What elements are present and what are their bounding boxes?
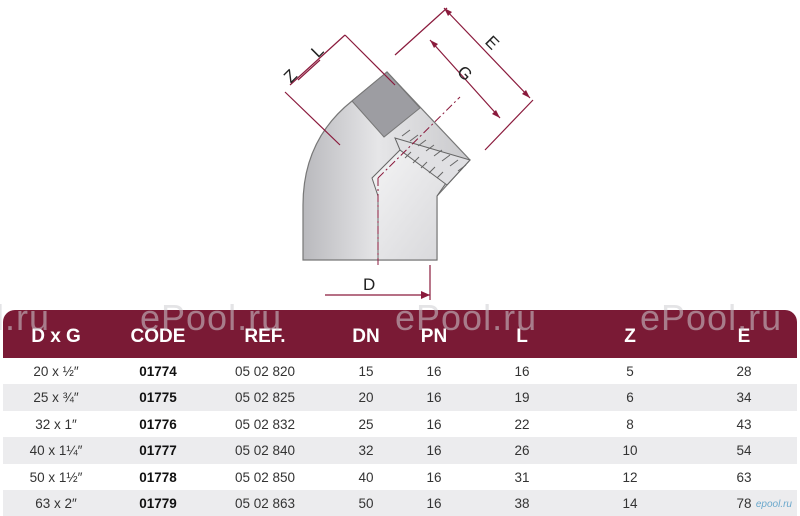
table-body: 20 x ½″ 01774 05 02 820 15 16 16 5 28 25 x ¾″ 017…	[3, 358, 797, 516]
table-row: 50 x 1½″ 01778 05 02 850 40 16 31 12 63	[3, 464, 797, 490]
cell-code: 01774	[139, 364, 177, 379]
table-row: 63 x 2″ 01779 05 02 863 50 16 38 14 78	[3, 489, 797, 516]
cell-dxg: 25 x ¾″	[33, 390, 79, 406]
cell-e: 63	[736, 469, 752, 485]
cell-z: 5	[626, 364, 634, 379]
table-row: 40 x 1¼″ 01777 05 02 840 32 16 26 10 54	[3, 437, 797, 464]
cell-ref: 05 02 825	[234, 390, 296, 406]
cell-dn: 15	[358, 364, 374, 379]
cell-dxg: 20 x ½″	[33, 364, 79, 379]
col-header-e: E	[737, 326, 751, 347]
col-header-pn: PN	[420, 326, 448, 347]
cell-l: 38	[514, 495, 530, 511]
cell-dn: 25	[358, 416, 374, 432]
cell-pn: 16	[426, 390, 442, 406]
socket-ring	[351, 71, 421, 138]
cell-dxg: 40 x 1¼″	[29, 443, 83, 459]
cell-l: 31	[514, 469, 530, 485]
dim-label-d: D	[363, 275, 375, 294]
cell-e: 78	[736, 495, 752, 511]
cell-dn: 50	[358, 495, 374, 511]
watermark: ePool.ru	[140, 297, 283, 338]
table-row: 32 x 1″ 01776 05 02 832 25 16 22 8 43	[3, 411, 797, 437]
cell-dxg: 63 x 2″	[35, 495, 77, 511]
cell-dn: 32	[358, 443, 374, 459]
cell-e: 34	[736, 390, 752, 406]
cell-ref: 05 02 832	[234, 416, 296, 432]
cell-dn: 20	[358, 390, 374, 406]
cell-e: 54	[736, 443, 752, 459]
cell-ref: 05 02 863	[234, 495, 296, 511]
cell-pn: 16	[426, 495, 442, 511]
col-header-dn: DN	[352, 326, 380, 347]
cell-ref: 05 02 850	[234, 469, 296, 485]
cell-pn: 16	[426, 416, 442, 432]
cell-code: 01777	[139, 443, 177, 459]
dim-label-z: Z	[280, 66, 301, 87]
cell-dxg: 32 x 1″	[35, 416, 77, 432]
watermark: ePool.ru	[395, 297, 538, 338]
col-header-l: L	[516, 326, 528, 347]
cell-pn: 16	[426, 443, 442, 459]
cell-l: 16	[514, 364, 530, 379]
watermark: l.ru	[0, 297, 51, 338]
cell-ref: 05 02 840	[234, 443, 296, 459]
table-row: 20 x ½″ 01774 05 02 820 15 16 16 5 28	[3, 358, 797, 384]
cell-e: 28	[736, 364, 752, 379]
col-header-dxg: D x G	[31, 326, 81, 347]
thread-zone	[394, 129, 471, 186]
cell-e: 43	[736, 416, 752, 432]
cell-pn: 16	[426, 469, 442, 485]
table-header: D x G CODE REF. DN PN L Z E	[3, 310, 797, 358]
cell-code: 01776	[139, 416, 177, 432]
cell-code: 01779	[139, 495, 177, 511]
cell-dn: 40	[358, 469, 374, 485]
dim-label-l: L	[307, 41, 327, 61]
corner-logo: epool.ru	[755, 499, 792, 510]
cell-z: 6	[626, 390, 634, 406]
dimension-lines	[284, 7, 534, 300]
cell-z: 14	[622, 495, 638, 511]
cell-z: 12	[622, 469, 638, 485]
cell-l: 22	[514, 416, 530, 432]
cell-l: 19	[514, 390, 530, 406]
cell-dxg: 50 x 1½″	[29, 469, 83, 485]
cell-code: 01775	[139, 390, 177, 406]
table-row: 25 x ¾″ 01775 05 02 825 20 16 19 6 34	[3, 384, 797, 411]
cell-l: 26	[514, 443, 530, 459]
col-header-code: CODE	[130, 326, 186, 347]
cell-ref: 05 02 820	[234, 364, 296, 379]
cell-z: 10	[622, 443, 638, 459]
col-header-z: Z	[624, 326, 636, 347]
cell-code: 01778	[139, 469, 177, 485]
fitting-drawing: Z L G E D	[280, 7, 534, 300]
cell-z: 8	[626, 416, 634, 432]
col-header-ref: REF.	[244, 326, 286, 347]
dim-label-g: G	[453, 62, 476, 85]
cell-pn: 16	[426, 364, 442, 379]
watermark: ePool.ru	[640, 297, 783, 338]
